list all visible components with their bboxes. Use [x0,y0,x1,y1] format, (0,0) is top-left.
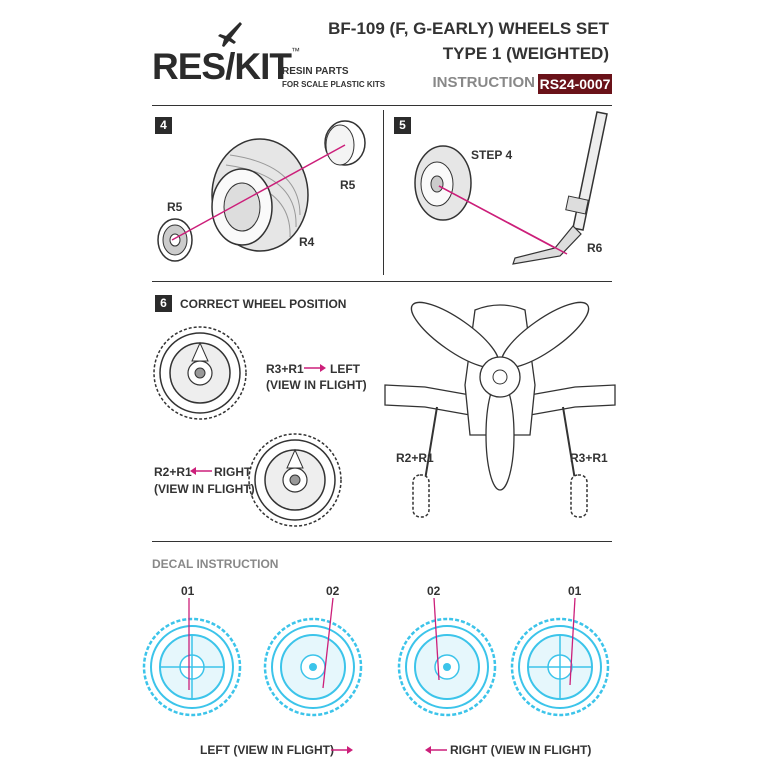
decal-right-caption: RIGHT (VIEW IN FLIGHT) [450,743,591,757]
arrow-right-icon [331,745,353,755]
arrow-left-icon [425,745,447,755]
decal-left-caption: LEFT (VIEW IN FLIGHT) [200,743,334,757]
